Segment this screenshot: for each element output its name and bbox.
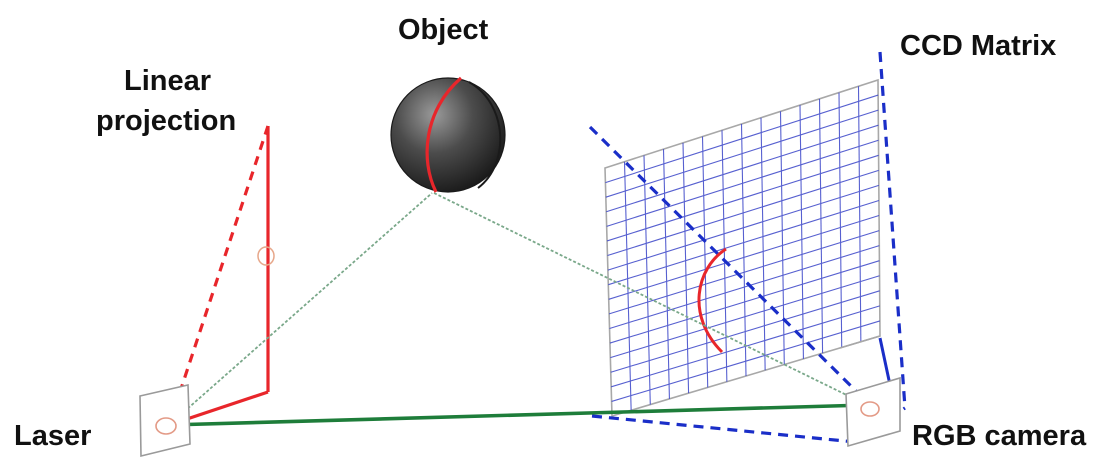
ccd-matrix-right-edge [839,335,881,349]
ccd-grid-line [607,184,879,271]
ccd-grid-line [760,117,766,371]
ccd-grid-line [701,136,709,388]
ccd-grid-line [740,123,747,377]
ccd-grid-line [779,111,785,365]
ccd-grid-line [857,86,862,342]
ccd-grid-line [799,105,804,359]
ccd-grid-line [610,275,880,359]
ccd-grid-line [605,109,879,198]
linear-projection-label-line2: projection [96,105,236,137]
object-to-camera-ray [433,192,868,406]
ccd-grid-line [609,260,880,344]
laser-device [139,384,191,458]
ccd-grid-line [606,139,879,227]
projection-marker [257,246,275,266]
camera-axis-upper [588,125,860,395]
laser-to-object-ray [168,192,433,426]
laser-line-on-object [425,76,463,193]
ccd-grid-line [611,320,881,402]
rgb-camera-label: RGB camera [912,420,1087,452]
camera-axis-vertical [878,51,907,409]
ccd-matrix-label: CCD Matrix [900,30,1056,62]
ccd-grid-line [662,149,670,399]
laser-label: Laser [14,420,91,452]
ccd-grid-line [623,161,632,411]
baseline [168,403,868,427]
ccd-grid-line [609,245,880,329]
ccd-grid-line [608,215,880,300]
object-label: Object [398,14,489,46]
ccd-grid-line [682,142,690,394]
ccd-grid-line [605,94,879,184]
rgb-camera-device [845,376,901,448]
ccd-grid-line [608,230,880,315]
ccd-grid-line [838,92,843,348]
ccd-grid-line [643,155,651,405]
ccd-grid-lines [605,86,881,411]
ccd-grid-line [610,290,880,373]
ccd-grid-line [721,130,728,382]
object-sphere [390,76,506,193]
ccd-grid-line [818,98,824,354]
linear-projection-dashed [167,125,270,426]
ccd-grid-line [606,124,879,213]
ccd-matrix-grid [604,78,881,418]
ccd-grid-line [607,169,879,257]
ccd-grid-line [608,199,880,286]
sphere-meridian [468,81,502,189]
linear-projection-label-line1: Linear [124,65,211,97]
ccd-grid-line [606,154,879,242]
observed-laser-curve [697,247,727,354]
